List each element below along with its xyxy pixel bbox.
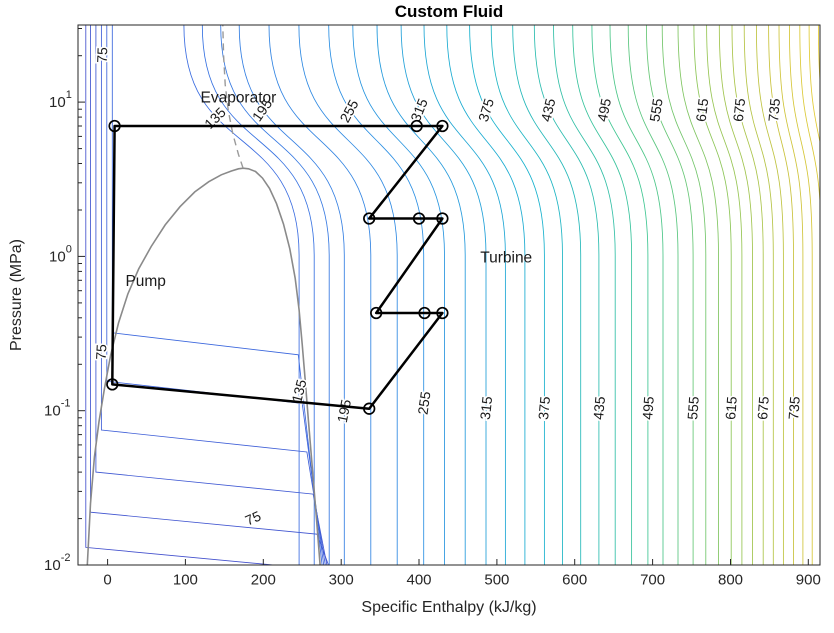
contour-line-135: [183, 25, 300, 565]
y-axis-label: Pressure (MPa): [8, 238, 25, 352]
contour-label: 675: [730, 97, 748, 122]
contour-line-835: [817, 25, 820, 87]
contour-line-275: [352, 25, 445, 565]
contour-label: 315: [407, 96, 431, 124]
annotation-evaporator: Evaporator: [200, 90, 276, 107]
x-axis-label: Specific Enthalpy (kJ/kg): [361, 599, 537, 616]
contour-line-555: [645, 25, 694, 565]
y-tick-label: 101: [49, 89, 72, 111]
contour-label: 435: [590, 395, 608, 420]
chart-title: Custom Fluid: [394, 2, 504, 21]
contour-line-735: [768, 25, 794, 565]
contour-label: 495: [639, 396, 657, 421]
contour-line-55: [95, 25, 328, 565]
contour-label: 555: [684, 396, 702, 421]
cycle-state-marker: [108, 119, 121, 133]
pseudocritical-line: [222, 25, 244, 169]
cycle-path: [111, 124, 444, 410]
contour-line-815: [808, 25, 820, 144]
contour-line-675: [731, 25, 764, 565]
contour-label: 375: [535, 395, 553, 420]
contour-line-395: [490, 25, 563, 565]
contour-line-295: [376, 25, 466, 565]
y-tick-label: 10-2: [44, 552, 70, 574]
annotation-pump: Pump: [125, 273, 166, 290]
y-tick-label: 100: [49, 243, 72, 265]
contour-label: 255: [414, 390, 433, 416]
contour-line-375: [469, 25, 545, 565]
contour-label: 735: [785, 396, 803, 421]
cycle-state-marker: [363, 212, 376, 225]
contour-label: 135: [201, 104, 229, 132]
contour-label: 75: [94, 47, 111, 63]
contour-line-455: [553, 25, 616, 565]
contour-line-355: [446, 25, 526, 565]
contour-line-115: [111, 25, 323, 565]
contour-line-635: [706, 25, 743, 565]
contour-line-535: [627, 25, 679, 565]
x-tick-label: 300: [329, 571, 354, 588]
contour-label: 735: [765, 97, 783, 122]
contour-layer: [85, 25, 834, 565]
contour-label: 615: [693, 97, 712, 122]
contour-line-315: [400, 25, 487, 565]
contour-line-495: [591, 25, 649, 565]
x-tick-label: 800: [718, 571, 743, 588]
x-tick-label: 0: [103, 571, 111, 588]
contour-line-175: [220, 25, 330, 565]
contour-line-655: [718, 25, 753, 565]
cycle-state-marker: [410, 119, 423, 133]
contour-line-855: [828, 25, 834, 565]
contour-line-575: [661, 25, 707, 565]
x-tick-label: 900: [796, 571, 821, 588]
contour-line-795: [799, 25, 820, 209]
cycle-state-marker: [370, 306, 383, 320]
cycle-state-marker: [436, 119, 449, 133]
y-tick-label: 10-1: [44, 398, 70, 420]
contour-line-335: [423, 25, 506, 565]
x-tick-label: 700: [640, 571, 665, 588]
contour-line-615: [693, 25, 732, 565]
cycle-state-marker: [363, 402, 376, 415]
contour-line-695: [743, 25, 774, 565]
contour-line-195: [238, 25, 345, 565]
contour-line-415: [512, 25, 582, 565]
contour-label: 435: [538, 97, 559, 124]
contour-label: 315: [477, 395, 495, 420]
contour-line-755: [778, 25, 804, 565]
contour-label: 675: [754, 396, 772, 421]
contour-label: 615: [722, 396, 740, 421]
contour-label: 195: [334, 398, 354, 424]
contour-label: 495: [594, 97, 614, 123]
cycle-state-marker: [436, 212, 449, 225]
cycle-state-marker: [412, 212, 426, 225]
contour-label: 75: [243, 507, 264, 528]
contour-line-515: [609, 25, 664, 565]
cycle-state-marker: [106, 378, 119, 391]
contour-label: 75: [93, 344, 110, 361]
annotation-turbine: Turbine: [480, 249, 532, 266]
contour-label: 555: [646, 97, 665, 123]
contour-line-775: [788, 25, 813, 565]
x-tick-label: 500: [484, 571, 509, 588]
contour-line-715: [755, 25, 784, 565]
x-tick-label: 100: [173, 571, 198, 588]
x-tick-label: 400: [406, 571, 431, 588]
cycle-state-marker: [436, 306, 449, 320]
contour-line-15: [85, 25, 331, 565]
x-tick-label: 600: [562, 571, 587, 588]
contour-line-155: [201, 25, 315, 565]
contour-line-475: [572, 25, 633, 565]
cycle-state-marker: [418, 306, 431, 320]
x-tick-label: 200: [251, 571, 276, 588]
contour-line-435: [533, 25, 600, 565]
axes-box: [77, 24, 821, 566]
contour-line-595: [677, 25, 719, 565]
axes: 0 100 200 300 400 500 600 700 800 900 10-2 10-1 100 1…: [44, 24, 821, 588]
saturation-dome: [86, 167, 321, 565]
contour-label: 375: [475, 96, 497, 123]
contour-line-235: [298, 25, 398, 565]
